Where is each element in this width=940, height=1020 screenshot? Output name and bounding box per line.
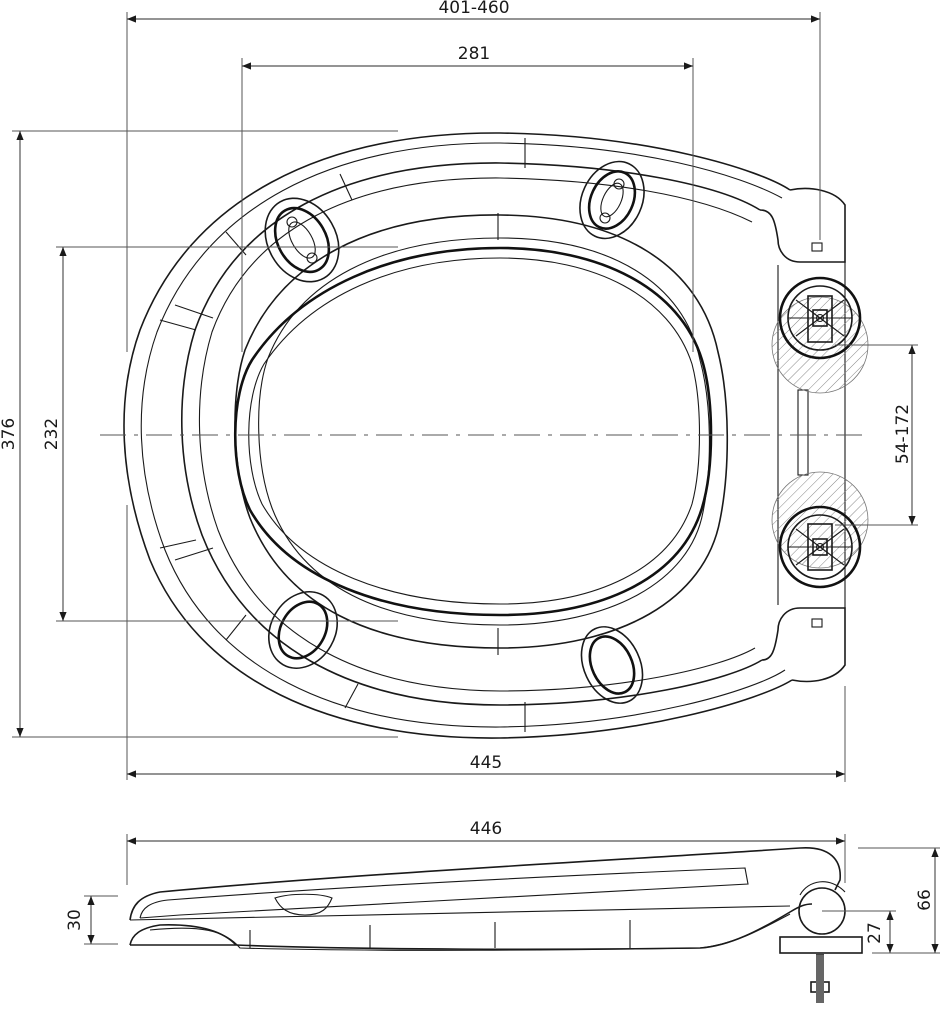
lid-bumper-top-left xyxy=(264,197,340,283)
hinge-top xyxy=(771,276,869,394)
dim-hinge-height: 27 xyxy=(822,910,896,953)
dim-label-seat-thickness: 30 xyxy=(65,909,85,931)
dim-hinge-spacing: 54-172 xyxy=(835,344,918,526)
dim-label-hinge-spacing: 54-172 xyxy=(893,404,913,464)
hinge-bottom xyxy=(771,471,869,589)
dim-fixing-distance: 281 xyxy=(241,44,694,352)
dim-label-overall-width: 401-460 xyxy=(438,0,509,18)
dim-label-fixing-distance: 281 xyxy=(458,44,490,64)
dim-overall-depth: 445 xyxy=(127,686,846,782)
dim-label-inner-length: 232 xyxy=(42,418,62,450)
dim-side-height: 66 xyxy=(858,847,940,954)
lid-bumper-bottom-right xyxy=(580,626,644,704)
dim-label-overall-length: 376 xyxy=(0,418,19,450)
dim-inner-length: 232 xyxy=(42,246,398,622)
dim-label-hinge-height: 27 xyxy=(865,922,885,944)
lid-bumper-bottom-left xyxy=(268,591,338,669)
lid-bumper-top-right xyxy=(579,160,645,240)
dim-label-overall-depth: 445 xyxy=(470,753,502,773)
dim-seat-thickness: 30 xyxy=(65,895,118,945)
dim-overall-width: 401-460 xyxy=(126,0,821,780)
dim-label-side-depth: 446 xyxy=(470,819,502,839)
side-view: 446 30 27 66 xyxy=(65,819,940,1003)
dim-side-depth: 446 xyxy=(126,819,846,885)
top-view: 401-460 281 376 232 54-172 xyxy=(0,0,918,782)
dim-overall-length: 376 xyxy=(0,130,398,738)
dim-label-side-height: 66 xyxy=(915,889,935,911)
